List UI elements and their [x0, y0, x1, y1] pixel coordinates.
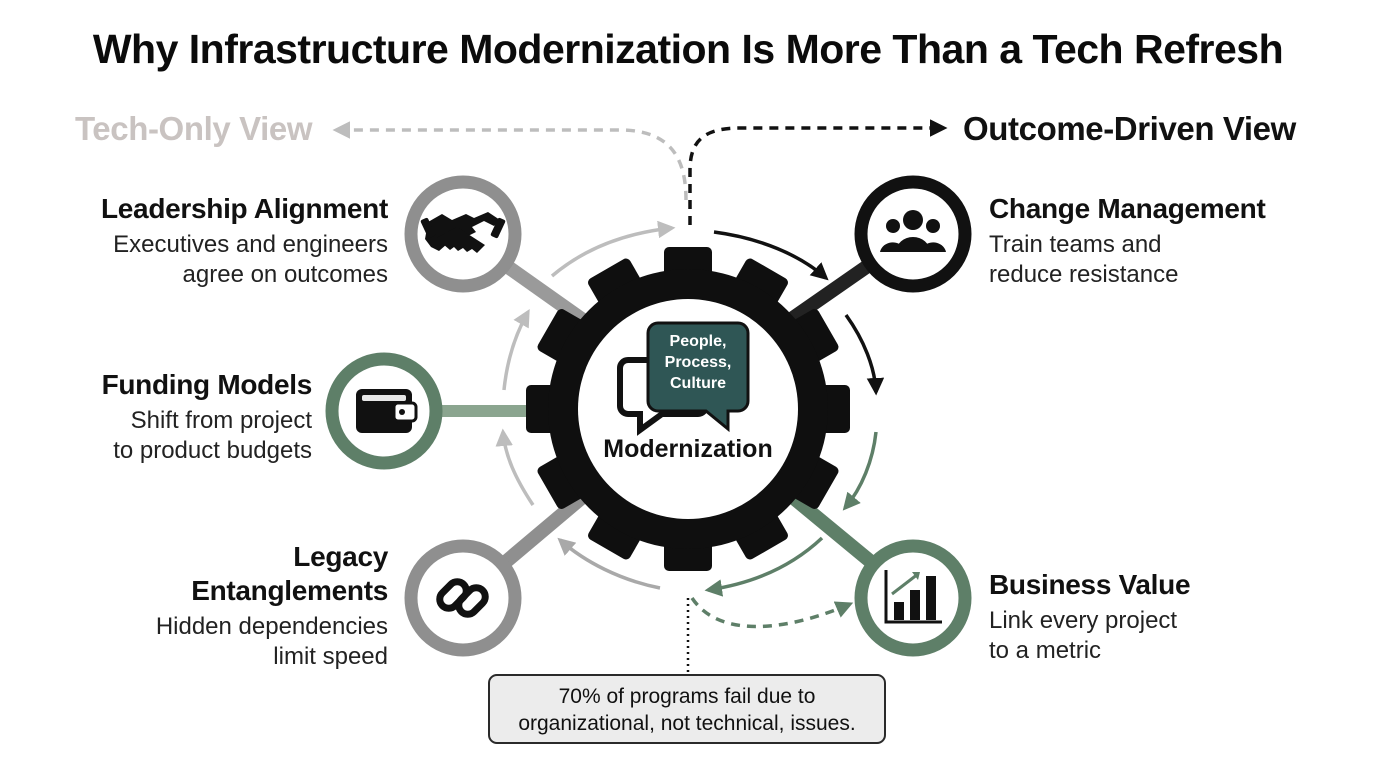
- desc-line: Train teams and: [989, 231, 1162, 258]
- handshake-icon: [420, 212, 506, 253]
- chat-bubbles-icon: [617, 321, 750, 436]
- wallet-icon: [356, 389, 418, 433]
- desc-line: Executives and engineers: [113, 231, 388, 258]
- cycle-arrow-left-upper: [502, 308, 530, 391]
- cycle-arrow-right-lower: [842, 431, 878, 511]
- bubble-line: Process,: [664, 354, 732, 371]
- desc-line: Link every project: [989, 607, 1178, 634]
- page-title: Why Infrastructure Modernization Is More…: [92, 26, 1284, 72]
- item-heading: Legacy Entanglements: [58, 540, 388, 608]
- item-heading: Business Value: [989, 569, 1191, 600]
- outcome-driven-view-label: Outcome-Driven View: [963, 110, 1296, 147]
- desc-line: Hidden dependencies: [155, 613, 388, 640]
- cycle-arrow-left-lower: [495, 428, 535, 506]
- item-funding-models: Funding Models Shift from project to pro…: [12, 368, 313, 466]
- bubble-line: People,: [669, 333, 727, 350]
- desc-line: Shift from project: [130, 407, 312, 434]
- value-dashed-arrow: [690, 597, 854, 629]
- item-description: Hidden dependencies limit speed: [58, 612, 388, 672]
- item-business-value: Business Value Link every project to a m…: [989, 568, 1289, 666]
- heading-line: Entanglements: [191, 575, 388, 606]
- desc-line: to a metric: [989, 637, 1102, 664]
- cycle-arrow-bottom-left: [557, 537, 661, 590]
- item-legacy-entanglements: Legacy Entanglements Hidden dependencies…: [58, 540, 388, 672]
- desc-line: agree on outcomes: [182, 261, 388, 288]
- callout-line: organizational, not technical, issues.: [518, 712, 856, 735]
- cycle-arrow-top-left: [550, 220, 676, 278]
- desc-line: reduce resistance: [989, 261, 1179, 288]
- item-description: Link every project to a metric: [989, 606, 1289, 666]
- tech-only-view-label: Tech-Only View: [75, 110, 313, 147]
- bar-chart-growth-icon: [884, 570, 942, 624]
- item-description: Shift from project to product budgets: [12, 406, 312, 466]
- chain-link-icon: [436, 578, 489, 618]
- cycle-arrow-bottom-right: [704, 536, 824, 597]
- item-description: Executives and engineers agree on outcom…: [28, 230, 388, 290]
- item-heading: Funding Models: [101, 369, 313, 400]
- hub-label: Modernization: [603, 435, 773, 463]
- tech-only-arrow: [332, 121, 688, 201]
- item-heading: Leadership Alignment: [100, 193, 388, 224]
- node-ring-change: [854, 175, 972, 293]
- bubble-text: People, Process, Culture: [652, 331, 744, 394]
- people-group-icon: [880, 210, 946, 252]
- cycle-arrow-top-right: [713, 230, 829, 281]
- item-change-management: Change Management Train teams and reduce…: [989, 192, 1329, 290]
- desc-line: to product budgets: [113, 437, 312, 464]
- desc-line: limit speed: [273, 643, 388, 670]
- item-description: Train teams and reduce resistance: [989, 230, 1329, 290]
- callout-line: 70% of programs fail due to: [558, 685, 816, 708]
- item-heading: Change Management: [989, 193, 1266, 224]
- item-leadership-alignment: Leadership Alignment Executives and engi…: [28, 192, 388, 290]
- statistic-callout: 70% of programs fail due to organization…: [488, 674, 886, 744]
- heading-line: Legacy: [293, 541, 388, 572]
- bubble-line: Culture: [670, 375, 726, 392]
- cycle-arrow-right-upper: [844, 313, 885, 396]
